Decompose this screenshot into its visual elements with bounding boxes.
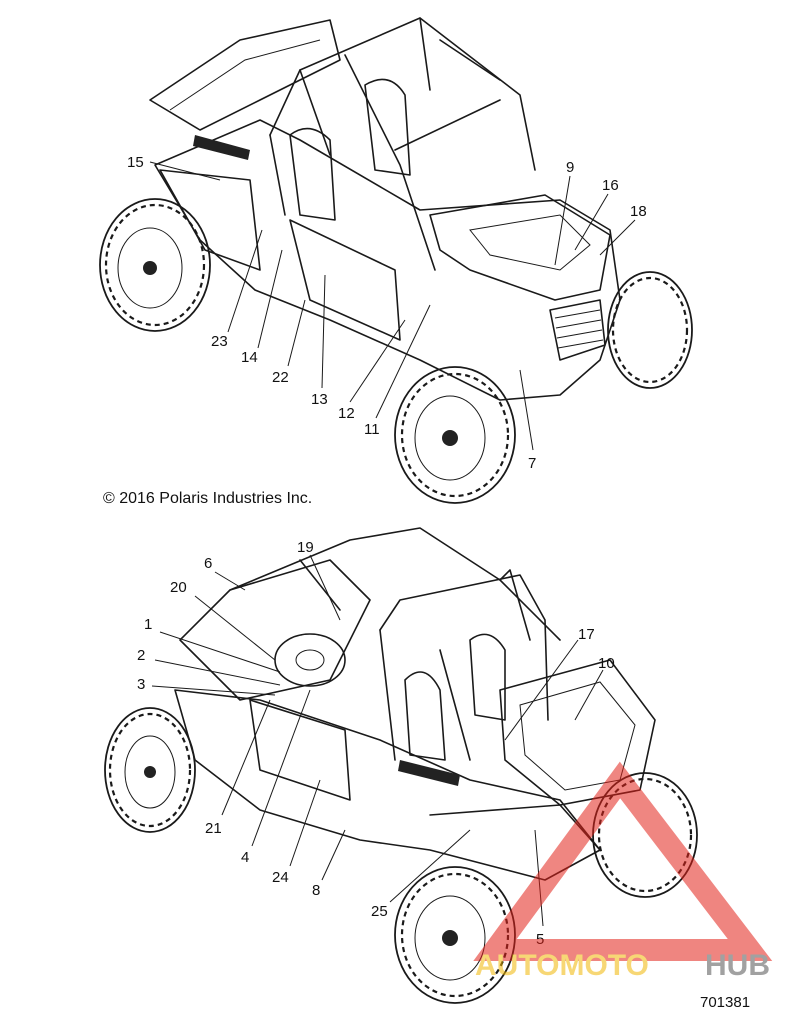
callout-bottom-4: 4 xyxy=(241,849,249,866)
callout-bottom-3: 3 xyxy=(137,676,145,693)
callout-bottom-10: 10 xyxy=(598,655,615,672)
callout-bottom-17: 17 xyxy=(578,626,595,643)
callout-top-7: 7 xyxy=(528,455,536,472)
copyright-notice: © 2016 Polaris Industries Inc. xyxy=(103,490,312,507)
watermark-text-automoto: AUTOMOTO xyxy=(475,949,649,982)
callout-top-14: 14 xyxy=(241,349,258,366)
callout-bottom-24: 24 xyxy=(272,869,289,886)
callout-top-15: 15 xyxy=(127,154,144,171)
callout-top-23: 23 xyxy=(211,333,228,350)
vehicle-bottom-illustration xyxy=(104,527,698,1004)
diagram-reference-number: 701381 xyxy=(700,994,750,1011)
vehicle-top-illustration xyxy=(99,17,693,504)
callout-bottom-21: 21 xyxy=(205,820,222,837)
tire-front-left-bottom xyxy=(104,707,196,833)
bottom-leader-lines xyxy=(151,554,604,927)
tire-front-right-top xyxy=(607,271,693,389)
callout-bottom-6: 6 xyxy=(204,555,212,572)
callout-bottom-25: 25 xyxy=(371,903,388,920)
callout-top-11: 11 xyxy=(364,421,380,438)
tire-front-left-top xyxy=(394,366,516,504)
watermark-triangle-icon xyxy=(473,761,773,961)
tire-rear-left-top xyxy=(99,198,211,332)
callout-top-18: 18 xyxy=(630,203,647,220)
callout-bottom-8: 8 xyxy=(312,882,320,899)
callout-bottom-19: 19 xyxy=(297,539,314,556)
callout-top-16: 16 xyxy=(602,177,619,194)
top-callouts: 15 9 16 18 23 14 22 13 12 11 7 xyxy=(127,154,647,472)
bottom-callouts: 6 19 20 1 2 3 17 10 21 4 24 8 25 5 xyxy=(137,539,615,948)
watermark-text-hub: HUB xyxy=(705,949,770,982)
callout-top-22: 22 xyxy=(272,369,289,386)
callout-top-12: 12 xyxy=(338,405,355,422)
callout-bottom-2: 2 xyxy=(137,647,145,664)
automotohub-watermark: AUTOMOTO HUB xyxy=(473,761,773,982)
callout-top-13: 13 xyxy=(311,391,328,408)
callout-bottom-20: 20 xyxy=(170,579,187,596)
callout-bottom-1: 1 xyxy=(144,616,152,633)
top-leader-lines xyxy=(149,161,636,451)
callout-top-9: 9 xyxy=(566,159,574,176)
